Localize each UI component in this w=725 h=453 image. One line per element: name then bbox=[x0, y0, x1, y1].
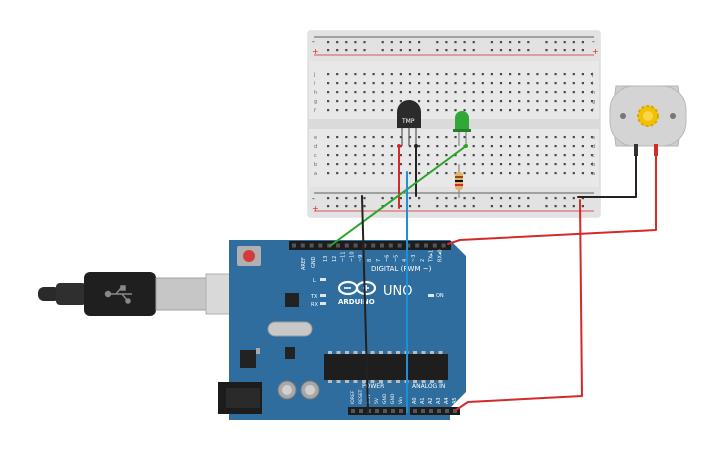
capacitors bbox=[277, 380, 320, 400]
arduino-logo-icon bbox=[337, 280, 377, 296]
wire-red-motor-pin[interactable] bbox=[447, 155, 657, 245]
digital-pin-label: ~10 bbox=[349, 251, 355, 262]
row-letter: i bbox=[314, 81, 315, 87]
bottom-header-holes bbox=[351, 409, 457, 413]
analog-pin-label: A3 bbox=[436, 397, 442, 404]
rail-minus-top: - bbox=[312, 37, 315, 46]
digital-pin-label: 12 bbox=[332, 256, 338, 262]
power-pin-label: IOREF bbox=[350, 390, 356, 404]
power-pin-label: GND bbox=[382, 393, 388, 404]
row-letter: c bbox=[314, 153, 317, 159]
l-label: L bbox=[313, 278, 316, 284]
rx-label: RX bbox=[311, 302, 318, 308]
row-letter: i bbox=[592, 81, 593, 87]
voltage-regulator bbox=[240, 350, 256, 368]
digital-pin-label: ~9 bbox=[358, 255, 364, 262]
digital-label: DIGITAL (PWM ~) bbox=[371, 265, 432, 273]
rail-plus-top-right: + bbox=[592, 47, 599, 56]
digital-pin-label: ~5 bbox=[393, 255, 399, 262]
digital-pin-label: 2 bbox=[420, 259, 426, 262]
motor-gear-icon bbox=[637, 105, 659, 127]
tx-label: TX bbox=[310, 294, 318, 300]
row-letter: d bbox=[314, 144, 317, 150]
row-letter: b bbox=[592, 162, 595, 168]
row-letter: h bbox=[314, 90, 317, 96]
row-letter: h bbox=[592, 90, 595, 96]
rail-minus-top-right: - bbox=[592, 37, 595, 46]
wire-green-led-pin12[interactable] bbox=[329, 145, 467, 247]
row-letter: b bbox=[314, 162, 317, 168]
rail-plus-top: + bbox=[312, 47, 319, 56]
analog-label: ANALOG IN bbox=[412, 383, 445, 390]
green-led[interactable] bbox=[453, 111, 471, 146]
wire-black-gnd-rail-arduino[interactable] bbox=[361, 195, 369, 413]
temperature-sensor[interactable]: TMP bbox=[397, 100, 421, 146]
row-letter: f bbox=[314, 108, 316, 114]
aref-label: AREF bbox=[301, 257, 307, 270]
digital-pin-label: ~6 bbox=[385, 255, 391, 262]
sensor-label: TMP bbox=[401, 118, 415, 125]
analog-pin-label: A2 bbox=[428, 397, 434, 404]
power-label: POWER bbox=[362, 383, 384, 390]
row-letter: j bbox=[313, 72, 315, 78]
dc-motor[interactable] bbox=[609, 85, 687, 156]
analog-pin-label: A5 bbox=[452, 397, 458, 404]
digital-pin-label: 8 bbox=[367, 259, 373, 262]
digital-pin-label: ~11 bbox=[341, 251, 347, 262]
analog-header bbox=[410, 407, 460, 415]
power-pin-label: 3.3V bbox=[366, 393, 372, 404]
digital-pin-label: RX◂0 bbox=[437, 249, 443, 262]
brand-label: ARDUINO bbox=[338, 298, 375, 306]
row-letter: c bbox=[592, 153, 595, 159]
digital-pin-label: TX▸1 bbox=[429, 250, 435, 263]
row-letter: j bbox=[591, 72, 593, 78]
power-pin-label: GND bbox=[390, 393, 396, 404]
digital-header-holes bbox=[292, 243, 446, 248]
gnd-top-label: GND bbox=[311, 256, 317, 268]
digital-header bbox=[289, 241, 451, 250]
row-letter: e bbox=[314, 135, 317, 141]
model-label: UNO bbox=[383, 284, 412, 299]
wire-red-rail-arduino[interactable] bbox=[455, 199, 583, 411]
crystal bbox=[267, 321, 313, 337]
row-letter: a bbox=[314, 171, 317, 177]
digital-pin-label: 7 bbox=[376, 259, 382, 262]
analog-pin-label: A4 bbox=[444, 397, 450, 404]
row-letter: g bbox=[314, 99, 317, 105]
digital-pin-label: 13 bbox=[323, 256, 329, 262]
rail-minus-bottom: - bbox=[312, 194, 315, 203]
row-letter: a bbox=[592, 171, 595, 177]
row-letter: g bbox=[592, 99, 595, 105]
on-led bbox=[428, 294, 434, 297]
usb-icon bbox=[104, 285, 132, 304]
usb-chip bbox=[285, 293, 299, 307]
analog-pin-label: A0 bbox=[412, 397, 418, 404]
resistor[interactable] bbox=[455, 164, 463, 198]
power-pin-label: RESET bbox=[358, 389, 364, 404]
power-pin-label: Vin bbox=[398, 397, 404, 404]
digital-pin-label: 4 bbox=[402, 259, 408, 262]
atmega-chip bbox=[324, 354, 448, 380]
row-letter: d bbox=[592, 144, 595, 150]
row-letter: f bbox=[592, 108, 594, 114]
wires bbox=[329, 144, 657, 413]
digital-pin-label: ~3 bbox=[411, 255, 417, 262]
row-letter: e bbox=[592, 135, 595, 141]
rail-plus-bottom: + bbox=[312, 204, 319, 213]
on-label: ON bbox=[436, 293, 444, 299]
wire-black-motor-rail[interactable] bbox=[577, 155, 637, 198]
analog-pin-label: A1 bbox=[420, 397, 426, 404]
power-pin-label: 5V bbox=[374, 397, 380, 404]
